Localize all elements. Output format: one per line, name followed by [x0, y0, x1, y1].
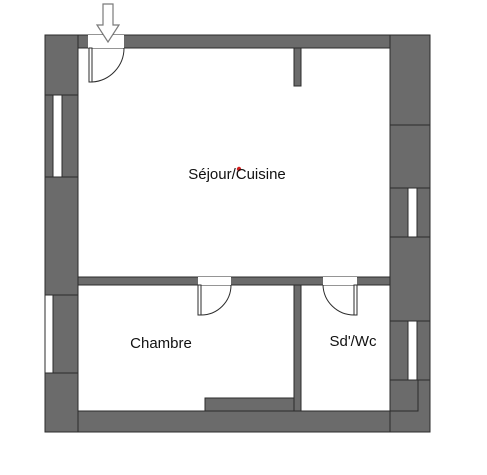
- left-wall-segment-mid: [44, 176, 79, 296]
- right-wall-segment-notch: [389, 124, 431, 189]
- entrance-door-swing: [91, 47, 125, 83]
- sdwc-door-opening: [323, 277, 357, 285]
- sdwc-corner-block: [389, 379, 419, 412]
- partition-horizontal: [77, 276, 391, 286]
- room-label-sejour: Séjour/Cuisine: [188, 166, 286, 183]
- window-left-upper: [52, 94, 63, 178]
- right-wall-segment-top: [389, 34, 431, 126]
- window-right-lower: [407, 320, 418, 381]
- room-label-sdwc: Sd'/Wc: [329, 333, 377, 350]
- left-wall-segment-top: [44, 34, 79, 96]
- chambre-door-leaf: [197, 284, 202, 316]
- outer-walls: [44, 34, 431, 433]
- sdwc-door-swing: [322, 284, 355, 316]
- sdwc-door-leaf: [353, 284, 358, 316]
- room-label-chambre: Chambre: [130, 335, 192, 352]
- entrance-door-leaf: [88, 47, 93, 83]
- partition-stub-top: [293, 47, 302, 87]
- right-wall-segment-mid: [389, 236, 431, 322]
- entrance-opening: [88, 35, 124, 48]
- entrance-arrow-icon: [95, 3, 121, 44]
- left-wall-segment-bottom: [44, 372, 79, 433]
- marker-dot: [236, 166, 242, 172]
- bottom-wall-step: [204, 397, 295, 412]
- chambre-door-swing: [200, 284, 232, 316]
- chambre-door-opening: [198, 277, 231, 285]
- partition-vertical: [293, 284, 302, 412]
- window-right-upper: [407, 187, 418, 238]
- window-left-lower: [44, 294, 54, 374]
